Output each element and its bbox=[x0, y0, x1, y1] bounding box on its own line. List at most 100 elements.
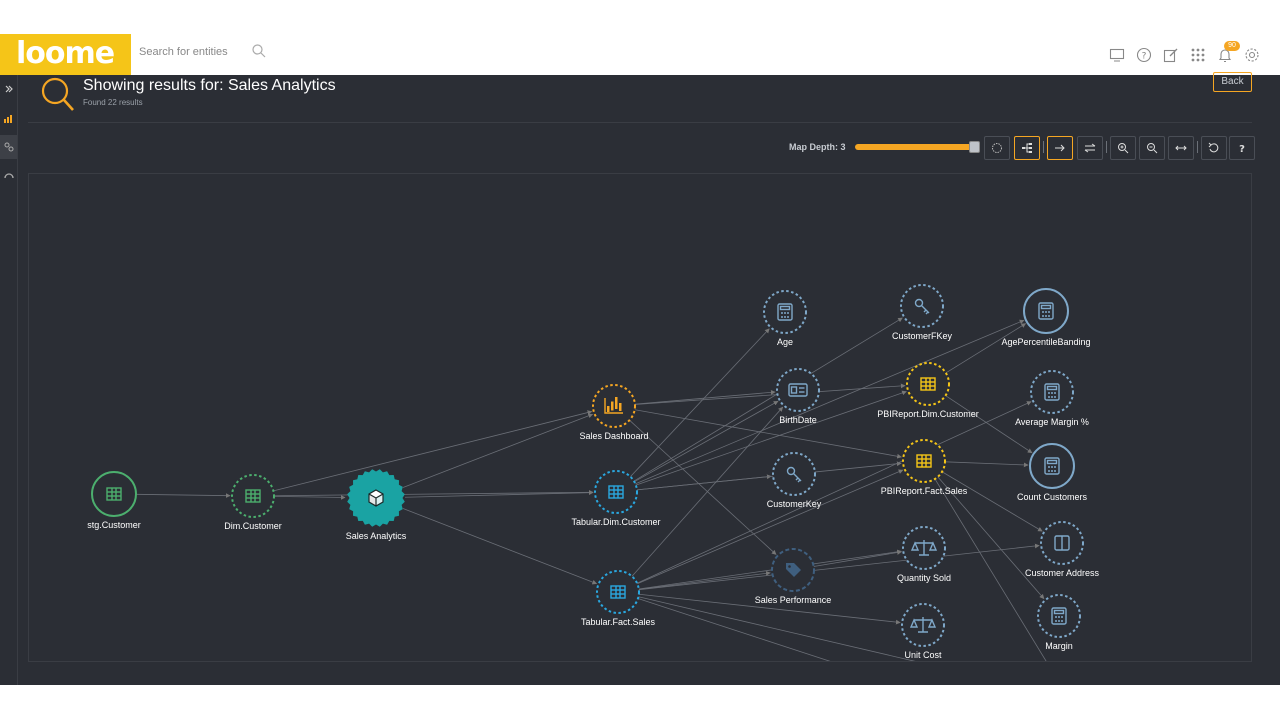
edge-dim-tdc bbox=[273, 489, 594, 497]
node-dim[interactable]: Dim.Customer bbox=[224, 474, 282, 531]
table-icon bbox=[610, 585, 626, 599]
node-label: AgePercentileBanding bbox=[1001, 337, 1090, 347]
node-label: Tabular.Fact.Sales bbox=[581, 617, 656, 627]
arrow-right-icon bbox=[1055, 144, 1065, 152]
target-icon bbox=[992, 143, 1002, 153]
help-button[interactable]: ? bbox=[1229, 136, 1255, 160]
edge-sa-sd bbox=[402, 413, 594, 488]
node-qs[interactable]: Quantity Sold bbox=[897, 526, 951, 583]
map-depth-slider[interactable] bbox=[855, 144, 975, 150]
calculator-icon bbox=[1044, 457, 1060, 475]
edge-tdc-apb bbox=[635, 319, 1025, 485]
node-label: Age bbox=[777, 337, 793, 347]
edit-icon[interactable] bbox=[1163, 47, 1179, 63]
edge-sp-qs bbox=[813, 550, 902, 567]
gauge-icon bbox=[3, 173, 14, 179]
node-sp[interactable]: Sales Performance bbox=[755, 548, 832, 605]
search-input[interactable]: Search for entities bbox=[139, 46, 228, 58]
center-view-button[interactable] bbox=[984, 136, 1010, 160]
node-label: Sales Analytics bbox=[346, 531, 407, 541]
node-label: PBIReport.Dim.Customer bbox=[877, 409, 979, 419]
swap-arrows-icon bbox=[1084, 143, 1096, 153]
direction-forward-button[interactable] bbox=[1047, 136, 1073, 160]
help-icon[interactable]: ? bbox=[1136, 47, 1152, 63]
sidebar-expand[interactable] bbox=[0, 77, 17, 101]
settings-gear-icon[interactable] bbox=[1244, 47, 1260, 63]
node-apb[interactable]: AgePercentileBanding bbox=[1001, 288, 1091, 347]
node-ring bbox=[902, 439, 946, 483]
node-label: Tabular.Dim.Customer bbox=[571, 517, 660, 527]
sidebar bbox=[0, 75, 18, 685]
node-bd[interactable]: BirthDate bbox=[776, 368, 820, 425]
toolbar-separator bbox=[1106, 141, 1107, 153]
logo-text: loome bbox=[16, 36, 115, 71]
node-label: stg.Customer bbox=[87, 520, 141, 530]
table-icon bbox=[106, 487, 122, 501]
edge-tdc-age bbox=[630, 328, 770, 477]
top-bar: loome Search for entities ? 90 bbox=[0, 34, 1280, 75]
question-icon: ? bbox=[1239, 144, 1245, 154]
node-ck[interactable]: CustomerKey bbox=[767, 452, 822, 509]
direction-both-button[interactable] bbox=[1077, 136, 1103, 160]
zoom-in-button[interactable] bbox=[1110, 136, 1136, 160]
table-icon bbox=[916, 454, 932, 468]
node-sa[interactable]: Sales Analytics bbox=[346, 469, 407, 541]
node-cfk[interactable]: CustomerFKey bbox=[892, 284, 953, 341]
sidebar-item-lineage[interactable] bbox=[0, 135, 17, 159]
brand-logo[interactable]: loome bbox=[0, 34, 131, 75]
node-ca[interactable]: Customer Address bbox=[1025, 521, 1100, 578]
columns-icon bbox=[1054, 535, 1070, 551]
back-button[interactable]: Back bbox=[1213, 72, 1252, 92]
node-ring bbox=[906, 362, 950, 406]
edge-sd-pfs bbox=[634, 409, 902, 459]
edge-tdc-pdc bbox=[635, 390, 907, 486]
nodes-icon bbox=[4, 142, 13, 152]
reset-button[interactable] bbox=[1201, 136, 1227, 160]
table-icon bbox=[245, 489, 261, 503]
node-sd[interactable]: Sales Dashboard bbox=[579, 384, 649, 441]
node-label: Unit Cost bbox=[904, 650, 942, 660]
edge-dim-sa bbox=[273, 495, 346, 500]
zoom-out-button[interactable] bbox=[1139, 136, 1165, 160]
id-card-icon bbox=[788, 383, 808, 397]
node-label: Sales Performance bbox=[755, 595, 832, 605]
sidebar-item-dashboard[interactable] bbox=[0, 163, 17, 187]
node-pdc[interactable]: PBIReport.Dim.Customer bbox=[877, 362, 979, 419]
node-ring bbox=[594, 470, 638, 514]
node-stg[interactable]: stg.Customer bbox=[87, 471, 141, 530]
node-tdc[interactable]: Tabular.Dim.Customer bbox=[571, 470, 661, 527]
monitor-icon[interactable] bbox=[1109, 47, 1125, 63]
node-tfs[interactable]: Tabular.Fact.Sales bbox=[581, 570, 656, 627]
node-ring bbox=[596, 570, 640, 614]
sidebar-item-analytics[interactable] bbox=[0, 107, 17, 131]
node-uc[interactable]: Unit Cost bbox=[901, 603, 945, 660]
app-body: Showing results for: Sales Analytics Fou… bbox=[0, 72, 1280, 685]
fit-width-button[interactable] bbox=[1168, 136, 1194, 160]
key-icon bbox=[786, 466, 802, 483]
calculator-icon bbox=[777, 303, 793, 321]
hierarchy-layout-button[interactable] bbox=[1014, 136, 1040, 160]
cube-icon bbox=[368, 489, 384, 507]
map-depth-slider-thumb[interactable] bbox=[969, 141, 980, 153]
apps-grid-icon[interactable] bbox=[1190, 47, 1206, 63]
scale-icon bbox=[910, 540, 938, 556]
toolbar-separator bbox=[1197, 141, 1198, 153]
node-mg[interactable]: Margin bbox=[1037, 594, 1081, 651]
notification-bell[interactable]: 90 bbox=[1217, 41, 1240, 63]
node-cc[interactable]: Count Customers bbox=[1017, 443, 1088, 502]
notification-badge: 90 bbox=[1224, 41, 1240, 51]
edge-pfs-mg bbox=[937, 476, 1045, 600]
edge-sa-tfs bbox=[402, 508, 598, 585]
edge-tfs-pfs bbox=[637, 469, 904, 585]
node-age[interactable]: Age bbox=[763, 290, 807, 347]
edge-tfs-qs bbox=[638, 549, 902, 590]
search-icon[interactable] bbox=[251, 43, 267, 59]
zoom-out-icon bbox=[1147, 143, 1158, 154]
undo-icon bbox=[1208, 142, 1219, 153]
edge-pfs-tv bbox=[934, 478, 1047, 661]
node-label: CustomerKey bbox=[767, 499, 822, 509]
node-am[interactable]: Average Margin % bbox=[1015, 370, 1089, 427]
node-pfs[interactable]: PBIReport.Fact.Sales bbox=[881, 439, 968, 496]
